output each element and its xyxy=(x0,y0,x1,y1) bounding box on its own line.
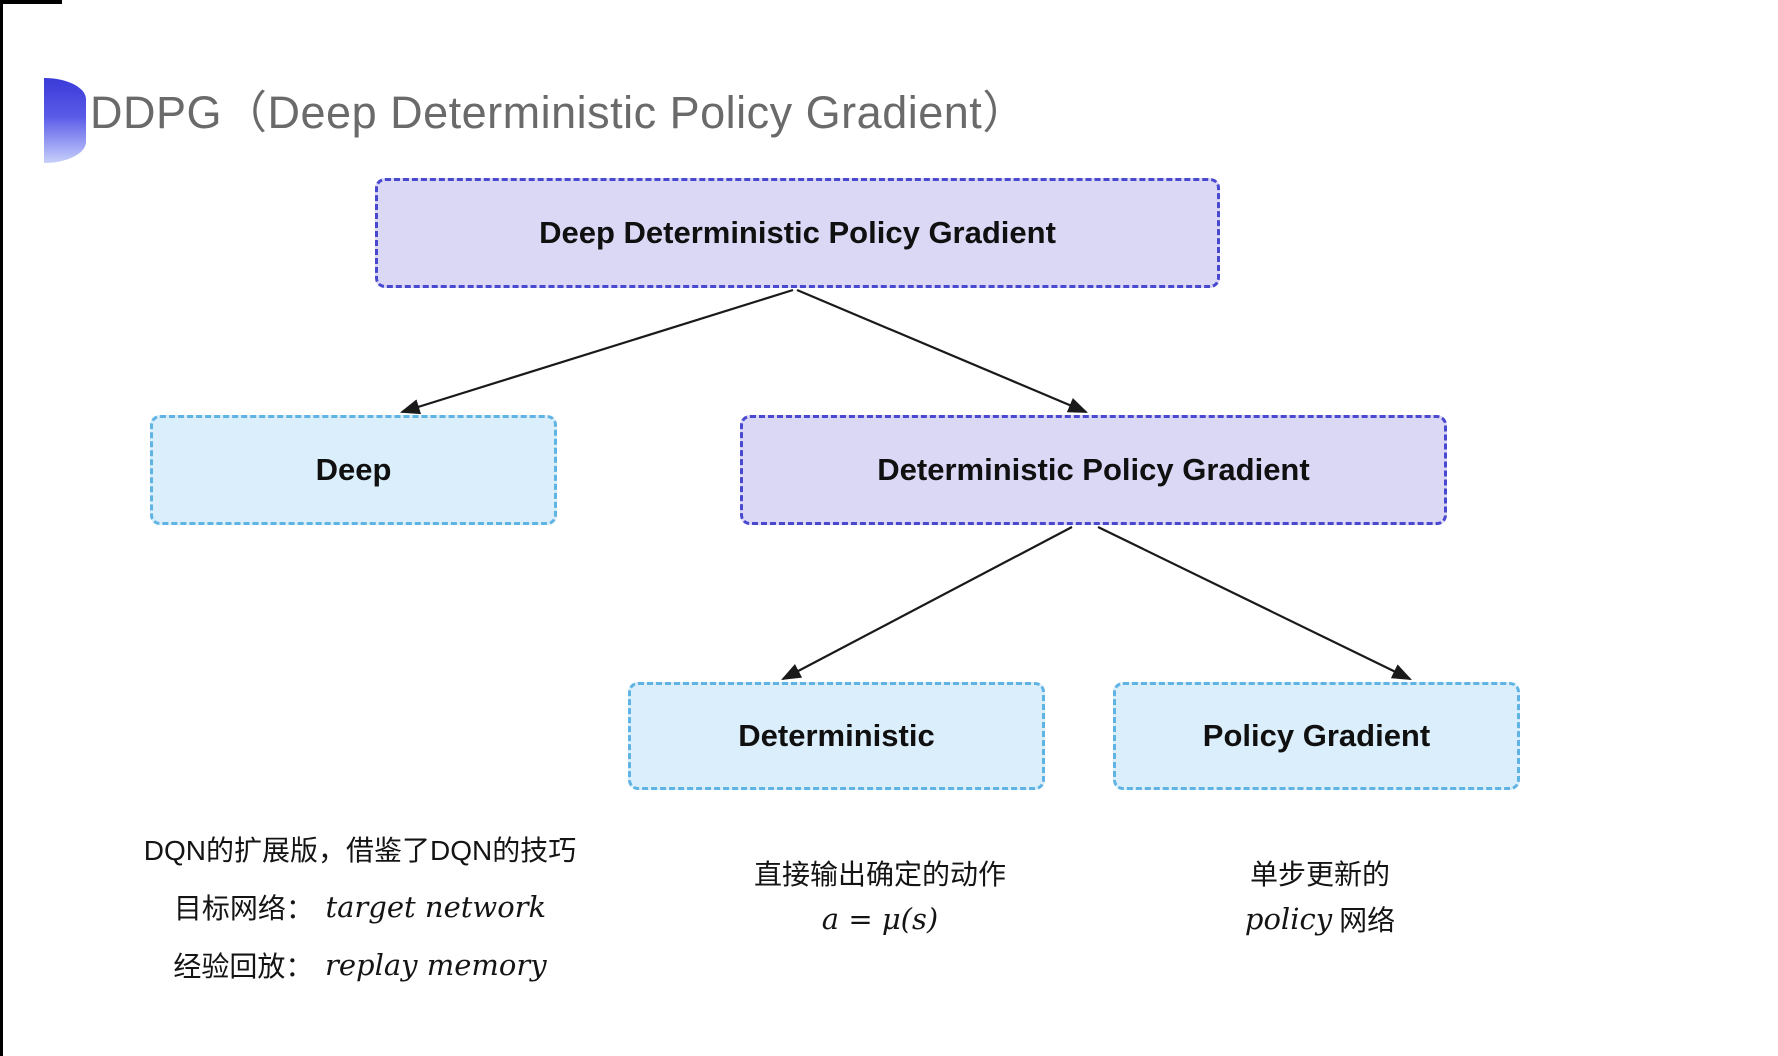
note-text-segment: 网络 xyxy=(1339,905,1396,936)
edge-dpg-to-deterministic xyxy=(781,526,1073,681)
node-dpg: Deterministic Policy Gradient xyxy=(740,415,1447,525)
edge-dpg-to-policy-gradient xyxy=(1097,526,1412,680)
node-deep: Deep xyxy=(150,415,557,525)
note-text-segment: 单步更新的 xyxy=(1249,859,1390,890)
note-line: a = μ(s) xyxy=(754,896,1006,942)
note-text-segment: 直接输出确定的动作 xyxy=(753,859,1007,890)
note-text-segment: 经验回放： xyxy=(173,951,314,982)
edge-root-to-dpg xyxy=(796,288,1089,414)
left-frame-edge xyxy=(0,0,3,1056)
node-label: Deterministic Policy Gradient xyxy=(877,452,1310,487)
edge-root-to-deep xyxy=(399,288,794,415)
node-label: Deterministic xyxy=(738,718,935,753)
deep-note: DQN的扩展版，借鉴了DQN的技巧目标网络： target network 经验回放… xyxy=(144,820,576,994)
note-text-segment: DQN的扩展版，借鉴了DQN的技巧 xyxy=(143,835,577,866)
note-text-segment: policy xyxy=(1244,902,1333,936)
node-root: Deep Deterministic Policy Gradient xyxy=(375,178,1220,288)
node-label: Deep Deterministic Policy Gradient xyxy=(539,215,1056,250)
note-text-segment: replay memory xyxy=(324,948,547,982)
note-line: 单步更新的 xyxy=(1245,850,1395,896)
note-text-segment: 目标网络： xyxy=(173,893,314,924)
page-title: DDPG（Deep Deterministic Policy Gradient） xyxy=(90,87,1028,138)
node-policy-gradient: Policy Gradient xyxy=(1113,682,1520,790)
note-text-segment: a = μ(s) xyxy=(821,902,939,936)
note-text-segment: target network xyxy=(325,890,547,924)
node-label: Policy Gradient xyxy=(1202,718,1431,753)
node-label: Deep xyxy=(315,452,392,487)
note-line: DQN的扩展版，借鉴了DQN的技巧 xyxy=(144,820,576,878)
node-deterministic: Deterministic xyxy=(628,682,1045,790)
note-line: 直接输出确定的动作 xyxy=(754,850,1006,896)
half-circle-bullet-icon xyxy=(44,78,86,163)
top-frame-edge xyxy=(0,0,62,4)
note-line: 目标网络： target network xyxy=(144,878,576,936)
deterministic-note: 直接输出确定的动作 a = μ(s) xyxy=(754,850,1006,942)
note-line: 经验回放： replay memory xyxy=(144,936,576,994)
